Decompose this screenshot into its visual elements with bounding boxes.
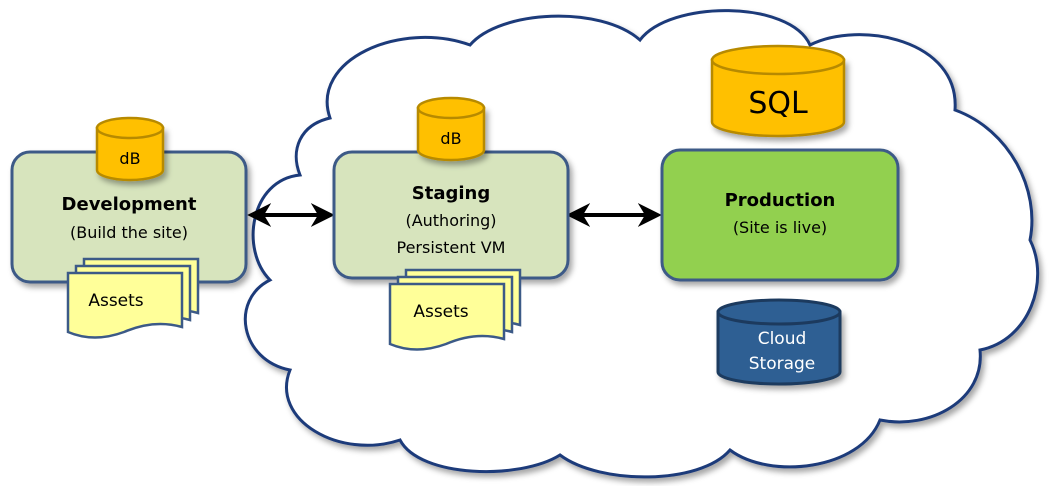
cloud-storage-line2: Storage <box>749 354 816 374</box>
development-db-icon: dB <box>95 116 165 182</box>
sql-database-icon: SQL <box>710 44 846 138</box>
cloud-storage-icon: Cloud Storage <box>716 298 842 386</box>
staging-assets-icon: Assets <box>388 268 522 351</box>
development-assets-icon: Assets <box>66 257 200 339</box>
development-assets-label: Assets <box>88 291 143 311</box>
production-title: Production <box>725 190 836 211</box>
development-db-label: dB <box>119 149 140 168</box>
development-title: Development <box>62 194 197 215</box>
production-subtitle: (Site is live) <box>733 218 827 237</box>
sql-label: SQL <box>748 86 808 121</box>
staging-node: Staging (Authoring) Persistent VM <box>332 150 570 280</box>
staging-assets-label: Assets <box>413 302 468 322</box>
staging-vm-label: Persistent VM <box>397 238 506 257</box>
development-subtitle: (Build the site) <box>70 223 188 242</box>
production-node: Production (Site is live) <box>660 148 900 282</box>
staging-db-label: dB <box>440 129 461 148</box>
staging-db-icon: dB <box>416 96 486 162</box>
staging-authoring-label: (Authoring) <box>405 211 496 230</box>
staging-title: Staging <box>412 183 490 204</box>
cloud-storage-line1: Cloud <box>758 329 807 349</box>
development-node: Development (Build the site) <box>10 150 248 284</box>
production-box <box>660 148 900 282</box>
